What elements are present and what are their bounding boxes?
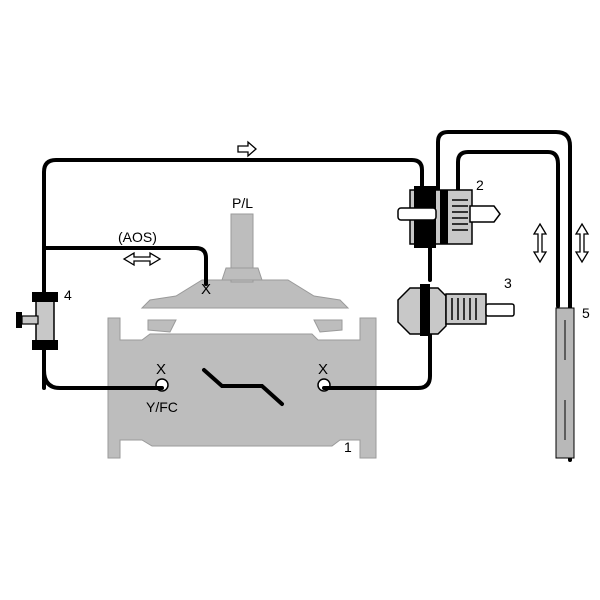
label-1: 1 [344,439,352,455]
relay-cap [469,205,501,223]
tube-inlet [42,368,164,390]
relay-flange-mid [440,190,448,244]
pilot-diaphragm [420,284,430,336]
x-mark-outlet: X [318,361,328,378]
needle-body [35,297,55,345]
label-4: 4 [64,287,72,303]
bonnet-flange [147,319,343,333]
pilot-relay-2[interactable] [397,186,501,248]
float-tube [555,307,575,459]
pilot-adjust-screw [485,303,515,317]
label-3: 3 [504,275,512,291]
valve-seat-icon [202,368,284,406]
label-aos: (AOS) [118,229,157,245]
needle-handle-stem [21,315,39,325]
flow-arrows [122,140,590,267]
bonnet-cover [140,279,350,309]
label-2: 2 [476,177,484,193]
x-mark-inlet: X [156,361,166,378]
stem-base [221,267,263,281]
pilot-valve-3[interactable] [397,284,515,336]
updown-arrows-icon [574,222,590,264]
position-indicator-stem [230,213,254,283]
label-5: 5 [582,305,590,321]
needle-flange-top [32,292,58,302]
needle-valve-4[interactable] [16,292,58,350]
label-yfc: Y/FC [146,399,178,415]
tube-sensing-outer [436,130,572,462]
double-arrow-icon [122,251,162,267]
tube-outlet [322,318,432,390]
relay-stem [397,207,437,221]
label-pl: P/L [232,195,253,211]
tube-aos [42,246,208,286]
x-mark-bonnet: X [201,281,211,298]
tube-top-loop [42,158,424,390]
relay-spring [452,199,468,231]
hollow-arrow-right-icon [237,140,257,158]
needle-handle-icon [16,312,22,328]
updown-arrows-icon [532,222,548,264]
main-valve [107,213,377,459]
float-tank-5[interactable] [555,307,575,459]
tube-sensing-inner [456,150,560,308]
control-tubing [42,130,572,462]
needle-flange-bottom [32,340,58,350]
pilot-spring [451,298,477,320]
